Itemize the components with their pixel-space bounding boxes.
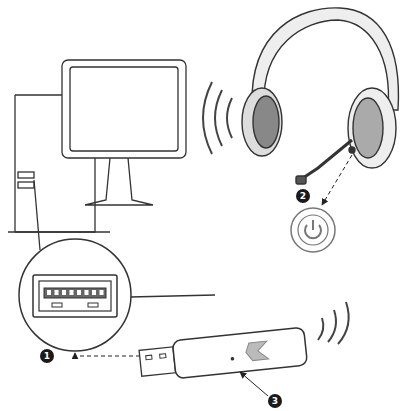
port-pin [92, 290, 96, 295]
usb-dongle [138, 327, 307, 382]
port-pin [70, 290, 74, 295]
port-pin [77, 290, 81, 295]
port-pin [100, 290, 104, 295]
port-pin [62, 290, 66, 295]
headset [242, 8, 398, 184]
callout-number: 1 [40, 349, 54, 363]
callout-number: 2 [296, 189, 310, 203]
wireless-waves [203, 82, 232, 154]
port-pin [47, 290, 51, 295]
usb-port-zoom [19, 239, 131, 351]
port-pin [85, 290, 89, 295]
wireless-waves [318, 302, 349, 344]
callout-number: 3 [268, 394, 282, 408]
power-button [291, 208, 335, 252]
port-pin [55, 290, 59, 295]
